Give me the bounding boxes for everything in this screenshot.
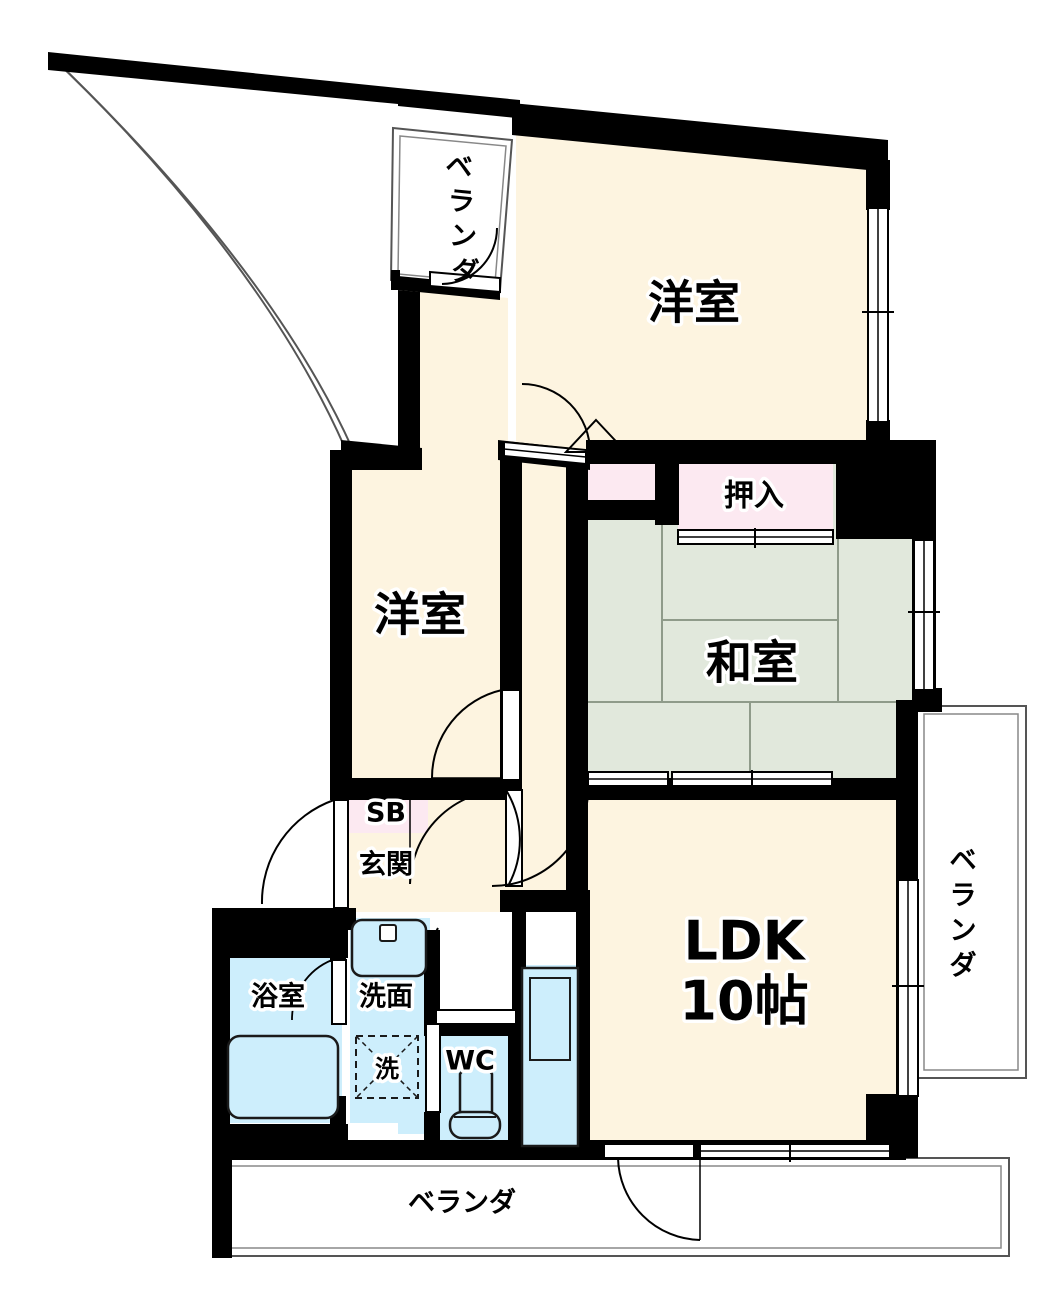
room-fill-youshitsu-north <box>516 133 880 462</box>
toilet-bowl <box>448 1063 502 1140</box>
window-youshitsu-north-east <box>862 207 894 423</box>
label-youshitsu-north: 洋室 <box>648 276 740 330</box>
veranda-east-char-3: ダ <box>950 950 977 982</box>
room-fill-oshiire <box>678 460 833 530</box>
veranda-south <box>218 1157 1010 1257</box>
sliding-door-washitsu-ldk[interactable] <box>671 770 833 790</box>
sliding-door-ldk-south[interactable] <box>699 1142 891 1162</box>
door-yokushitsu[interactable] <box>291 959 347 1025</box>
sliding-door-washitsu-hall[interactable] <box>587 771 669 787</box>
sliding-door-north-hall[interactable] <box>503 440 587 466</box>
label-veranda-south: ベランダ <box>408 1187 516 1219</box>
label-genkan: 玄関 <box>359 849 413 881</box>
door-ldk-entry[interactable] <box>491 789 589 887</box>
label-veranda-north: ベ ラ ン ダ <box>444 150 480 289</box>
door-genkan[interactable] <box>260 799 349 909</box>
bathtub <box>226 1034 340 1120</box>
window-washitsu-east <box>908 539 940 691</box>
hall-fill-2 <box>398 290 508 912</box>
veranda-north-char-0: ベ <box>444 150 474 184</box>
veranda-east-char-2: ン <box>950 916 977 947</box>
veranda-north-char-3: ダ <box>450 254 480 289</box>
kitchen-counter <box>520 966 580 1148</box>
room-fill-small-closet <box>588 460 662 502</box>
label-shoe-box: SB <box>366 798 406 829</box>
door-hall-left[interactable] <box>409 789 523 887</box>
label-wc: WC <box>445 1046 495 1077</box>
label-sentakuki: 洗 <box>375 1055 399 1083</box>
door-senmen[interactable] <box>425 1023 441 1113</box>
veranda-north-char-1: ラ <box>446 185 476 219</box>
label-oshiire: 押入 <box>724 479 784 514</box>
veranda-east-char-1: ラ <box>950 881 977 912</box>
label-yokushitsu: 浴室 <box>251 981 305 1013</box>
label-veranda-east: ベ ラ ン ダ <box>950 846 977 982</box>
veranda-east <box>915 705 1027 1079</box>
label-senmen: 洗面 <box>359 982 413 1013</box>
room-fill-ldk-upper <box>586 790 918 1158</box>
door-veranda-north-swing[interactable] <box>441 227 498 285</box>
washing-machine-slot <box>355 1035 419 1099</box>
door-youshitsu-north[interactable] <box>521 383 629 453</box>
door-ldk-veranda-swing[interactable] <box>603 1143 701 1241</box>
veranda-north-char-2: ン <box>448 220 478 254</box>
label-ldk: LDK <box>683 910 806 973</box>
veranda-east-char-0: ベ <box>950 846 977 877</box>
label-washitsu: 和室 <box>706 636 798 690</box>
wash-basin <box>350 918 428 978</box>
door-wc[interactable] <box>426 927 526 1025</box>
door-youshitsu-west[interactable] <box>430 689 521 781</box>
label-youshitsu-west: 洋室 <box>374 588 466 642</box>
sliding-door-veranda-north[interactable] <box>429 270 501 294</box>
window-ldk-east <box>892 879 924 1097</box>
label-ldk-size: 10帖 <box>679 970 808 1033</box>
sliding-door-oshiire[interactable] <box>677 528 834 548</box>
